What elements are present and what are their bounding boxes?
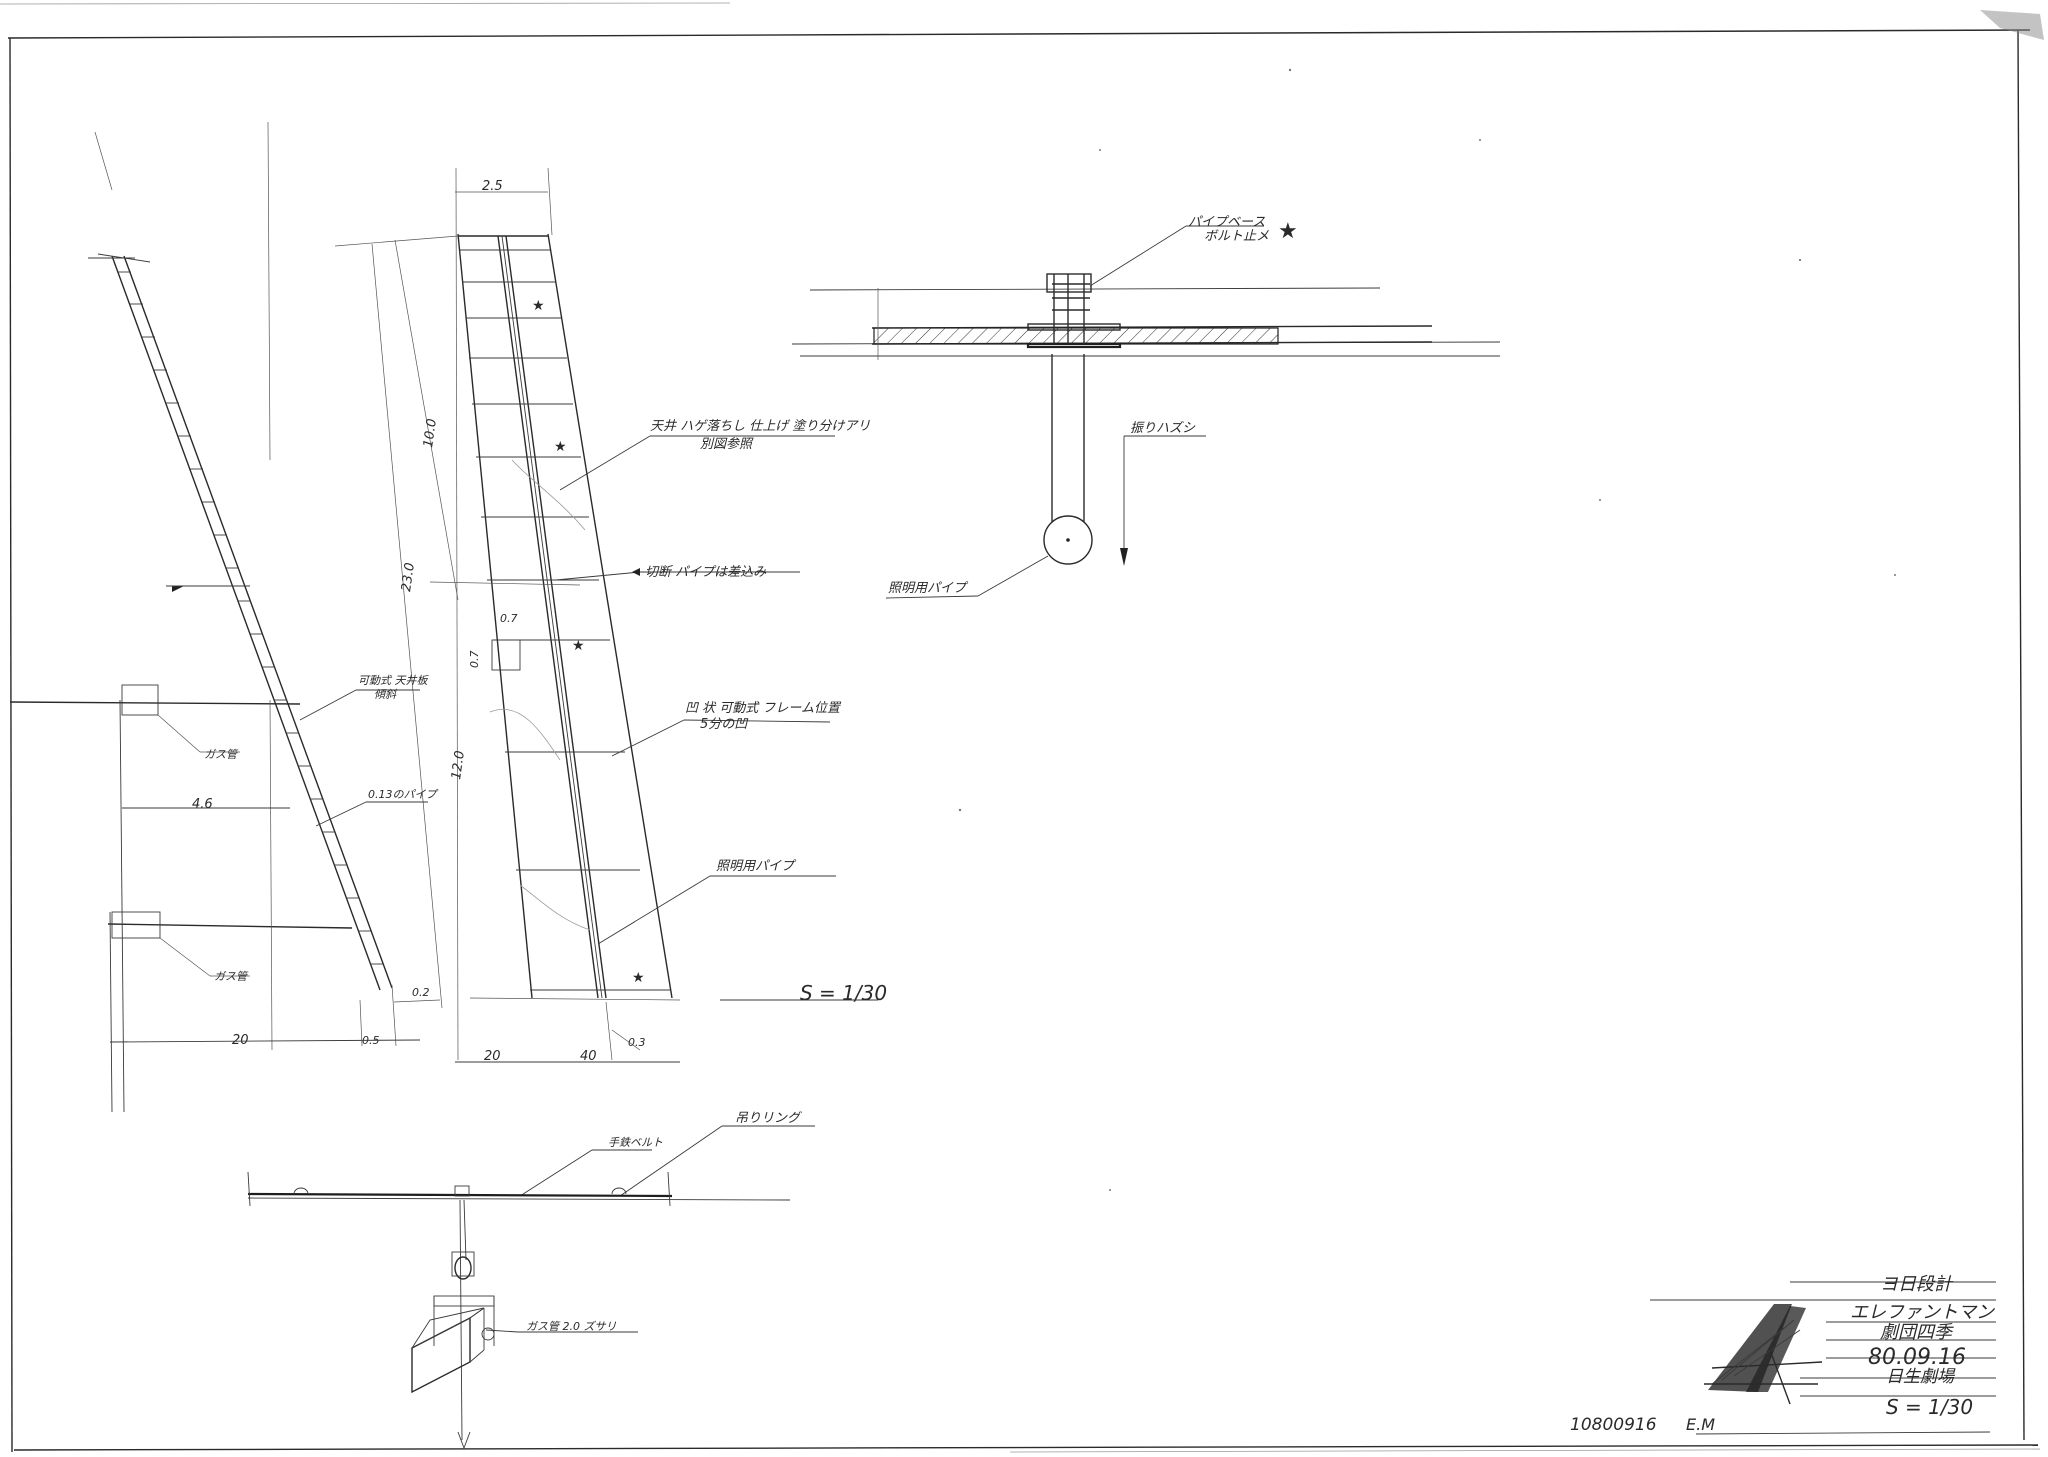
gas-pipe-lines — [9, 684, 353, 1113]
dim-small-b: 0.7 — [468, 651, 481, 669]
label-frame-position-sub: 5分の凹 — [700, 717, 749, 732]
label-lighting-pipe-long: 照明用パイプ — [716, 859, 797, 874]
dim-0-3: 0.3 — [628, 1036, 646, 1049]
label-hand-bolt: 手鉄ベルト — [608, 1136, 663, 1149]
label-cut-pipe: 切断 パイプは差込み — [645, 565, 767, 580]
label-see-other-drawing: 別図参照 — [700, 437, 754, 452]
label-hanging-ring: 吊りリング — [735, 1111, 802, 1126]
title-project: エレファントマン — [1850, 1302, 1995, 1323]
arrow-icon — [632, 568, 640, 576]
ceiling-panel-elevation: ★ ★ ★ ★ — [334, 167, 681, 1061]
hook-icon — [454, 1256, 472, 1280]
label-gas-pipe-lower: ガス管 — [214, 970, 249, 983]
inclined-ladder-elevation — [88, 121, 393, 991]
dim-20-left: 20 — [232, 1033, 249, 1048]
leader-lines — [299, 435, 836, 1333]
arrow-down-icon — [1120, 548, 1128, 566]
star-icon: ★ — [632, 970, 645, 986]
dim-upper-height: 10.0 — [421, 418, 440, 449]
label-ceiling-finish: 天井 ハゲ落ちし 仕上げ 塗り分けアリ — [650, 418, 870, 434]
title-date: 80.09.16 — [1868, 1345, 1966, 1370]
title-subtitle: 劇団四季 — [1880, 1322, 1954, 1343]
pipe-detail-labels: パイプベース ボルト止メ ★ 振りハズシ 照明用パイプ — [888, 215, 1298, 596]
logo-scribble — [1704, 1304, 1823, 1405]
label-swing-direction: 振りハズシ — [1130, 420, 1196, 436]
title-scale: S = 1/30 — [1886, 1395, 1973, 1419]
label-gas-weight: ガス管 2.0 ズサリ — [526, 1320, 617, 1333]
dim-total-height: 23.0 — [399, 562, 418, 593]
label-movable-ceiling-sub: 傾斜 — [374, 688, 397, 701]
scan-artifacts — [958, 10, 2044, 1191]
drawing-number: 10800916 — [1570, 1415, 1657, 1435]
hanging-bar-detail — [247, 1171, 791, 1450]
dim-20-bottom: 20 — [484, 1049, 501, 1064]
pipe-section-icon — [1043, 515, 1093, 565]
scale-label: S = 1/30 — [800, 981, 887, 1005]
dim-0-2: 0.2 — [412, 986, 430, 999]
label-lighting-pipe-section: 照明用パイプ — [888, 581, 969, 596]
title-stamp: ヨ日段計 — [1880, 1274, 1954, 1295]
dim-lower-height: 12.0 — [449, 750, 468, 781]
title-venue: 日生劇場 — [1886, 1367, 1956, 1387]
label-gas-pipe-upper: ガス管 — [204, 748, 239, 761]
section-arrow-icon — [172, 586, 184, 592]
star-icon: ★ — [572, 638, 585, 654]
annotation-labels: 天井 ハゲ落ちし 仕上げ 塗り分けアリ 別図参照 切断 パイプは差込み 凹 状 … — [204, 418, 870, 1333]
pipe-section-detail — [791, 225, 1501, 599]
label-pipe-spec: 0.13のパイプ — [368, 788, 438, 801]
star-icon: ★ — [554, 439, 567, 455]
dim-small-a: 0.7 — [500, 612, 518, 625]
label-pipe-base: パイプベース — [1188, 215, 1265, 230]
dimension-labels: 2.5 10.0 23.0 12.0 0.7 0.7 4.6 20 0.5 0.… — [192, 179, 646, 1064]
label-frame-position: 凹 状 可動式 フレーム位置 — [685, 700, 842, 716]
dim-40: 40 — [580, 1049, 597, 1064]
star-markers: ★ ★ ★ ★ — [532, 298, 645, 986]
label-bolt-fix: ボルト止メ — [1204, 229, 1269, 244]
dim-top-width: 2.5 — [482, 179, 503, 194]
star-icon: ★ — [1278, 219, 1298, 244]
label-movable-ceiling: 可動式 天井板 — [358, 674, 429, 687]
dim-4-6: 4.6 — [192, 797, 213, 812]
title-block: ヨ日段計 エレファントマン 劇団四季 80.09.16 日生劇場 S = 1/3… — [1570, 1274, 1996, 1435]
star-icon: ★ — [532, 298, 545, 314]
dimension-lines — [109, 807, 680, 1063]
drafter-initials: E.M — [1686, 1415, 1715, 1434]
